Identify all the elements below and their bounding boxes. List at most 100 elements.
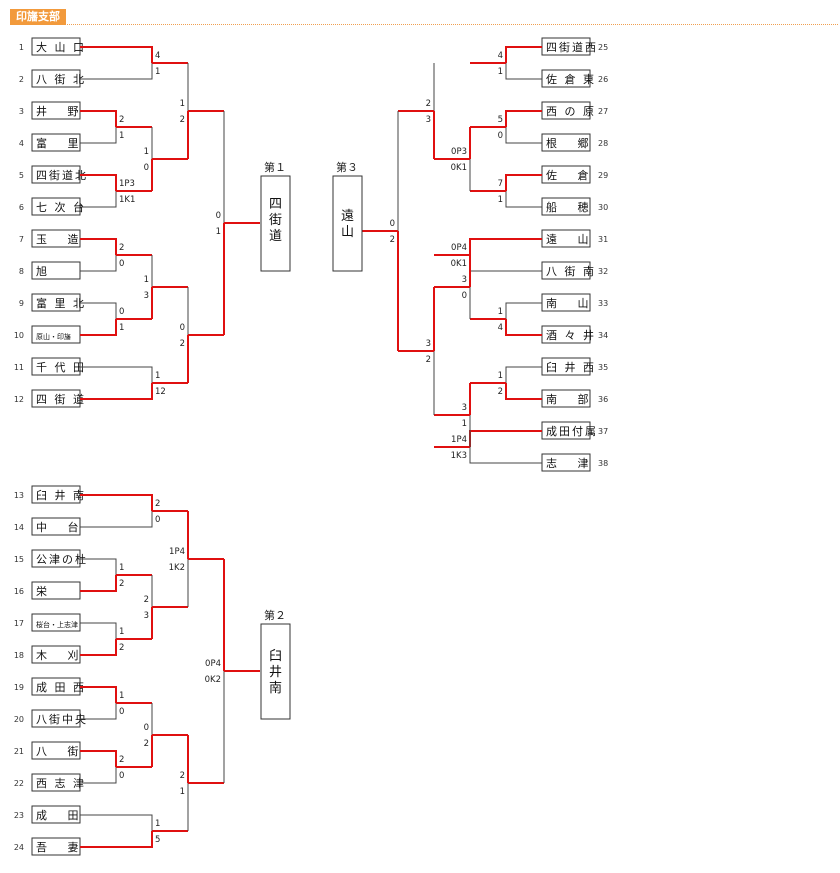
score-label: 2	[426, 99, 431, 109]
team-number: 20	[14, 715, 24, 724]
score-label: 1	[155, 819, 160, 829]
champion-char: 道	[269, 229, 282, 244]
section-title: 印旛支部	[10, 9, 66, 25]
bracket-line	[469, 430, 542, 447]
team-name: 酒 々 井	[546, 328, 596, 342]
bracket-line	[505, 302, 542, 319]
team-name: 吾 妻	[36, 841, 81, 854]
bracket-line	[505, 191, 542, 208]
bracket-line	[505, 46, 542, 63]
champion-char: 街	[269, 213, 282, 228]
score-label: 12	[155, 387, 166, 397]
score-label: 2	[180, 115, 185, 125]
team-number: 26	[598, 75, 608, 84]
bracket-line	[80, 174, 117, 191]
bracket-line	[80, 255, 117, 272]
score-label: 0K1	[451, 163, 467, 173]
score-label: 5	[498, 115, 503, 125]
team-number: 11	[14, 363, 24, 372]
score-label: 1	[498, 195, 503, 205]
team-number: 31	[598, 235, 608, 244]
team-number: 21	[14, 747, 24, 756]
bracket-line	[80, 639, 117, 656]
score-label: 1P4	[451, 435, 467, 445]
champion-char: 四	[269, 197, 282, 212]
bracket-line	[80, 750, 117, 767]
bracket-line	[469, 238, 542, 255]
bracket-line	[80, 622, 117, 639]
bracket-line	[505, 63, 542, 80]
bracket-line	[80, 831, 153, 848]
team-name: 臼 井 南	[36, 488, 86, 502]
bracket-line	[80, 302, 117, 319]
champion-char: 南	[269, 680, 282, 696]
team-name: 栄	[36, 584, 49, 598]
score-label: 3	[462, 403, 467, 413]
team-number: 34	[598, 331, 608, 340]
score-label: 1	[144, 275, 149, 285]
team-number: 28	[598, 139, 608, 148]
score-label: 3	[426, 339, 431, 349]
bracket-line	[80, 319, 117, 336]
score-label: 2	[498, 387, 503, 397]
team-number: 4	[19, 139, 24, 148]
score-label: 1	[119, 131, 124, 141]
bracket-line	[80, 238, 117, 255]
bracket-line	[80, 191, 117, 208]
team-name: 四街道西	[546, 40, 598, 54]
team-name: 遠 山	[546, 233, 591, 246]
score-label: 0	[462, 291, 467, 301]
team-name: 八街中央	[36, 712, 88, 726]
team-name: 志 津	[546, 457, 591, 470]
score-label: 1	[155, 371, 160, 381]
team-name: 桜台・上志津	[36, 620, 78, 629]
bracket-line	[80, 110, 117, 127]
team-name: 公津の杜	[36, 552, 88, 566]
team-number: 29	[598, 171, 608, 180]
score-label: 0	[144, 163, 149, 173]
team-number: 25	[598, 43, 608, 52]
team-number: 3	[19, 107, 24, 116]
team-number: 33	[598, 299, 608, 308]
score-label: 1	[216, 227, 221, 237]
score-label: 1P4	[169, 547, 185, 557]
team-number: 35	[598, 363, 608, 372]
score-label: 0	[155, 515, 160, 525]
score-label: 1	[498, 67, 503, 77]
score-label: 2	[144, 739, 149, 749]
team-number: 27	[598, 107, 608, 116]
score-label: 3	[462, 275, 467, 285]
bracket-line	[80, 558, 117, 575]
team-number: 5	[19, 171, 24, 180]
score-label: 0	[119, 259, 124, 269]
score-label: 1K2	[169, 563, 185, 573]
score-label: 2	[180, 771, 185, 781]
champion-char: 山	[341, 225, 354, 240]
champion-char: 遠	[341, 209, 354, 224]
score-label: 0	[180, 323, 185, 333]
team-number: 17	[14, 619, 24, 628]
team-name: 成 田 西	[36, 681, 86, 694]
score-label: 0	[216, 211, 221, 221]
score-label: 2	[180, 339, 185, 349]
bracket-line	[505, 319, 542, 336]
team-number: 7	[19, 235, 24, 244]
team-name: 成田付属	[546, 425, 598, 438]
bracket-line	[505, 127, 542, 144]
team-number: 22	[14, 779, 24, 788]
score-label: 2	[119, 755, 124, 765]
team-number: 12	[14, 395, 24, 404]
bracket-line	[80, 575, 117, 592]
score-label: 3	[426, 115, 431, 125]
team-number: 19	[14, 683, 24, 692]
bracket-line	[505, 366, 542, 383]
placement-label: 第２	[264, 608, 286, 622]
bracket-line	[80, 686, 117, 703]
score-label: 2	[144, 595, 149, 605]
header-divider	[10, 24, 838, 25]
team-number: 18	[14, 651, 24, 660]
bracket-line	[469, 447, 542, 464]
team-name: 根 郷	[546, 136, 591, 150]
score-label: 1	[119, 627, 124, 637]
